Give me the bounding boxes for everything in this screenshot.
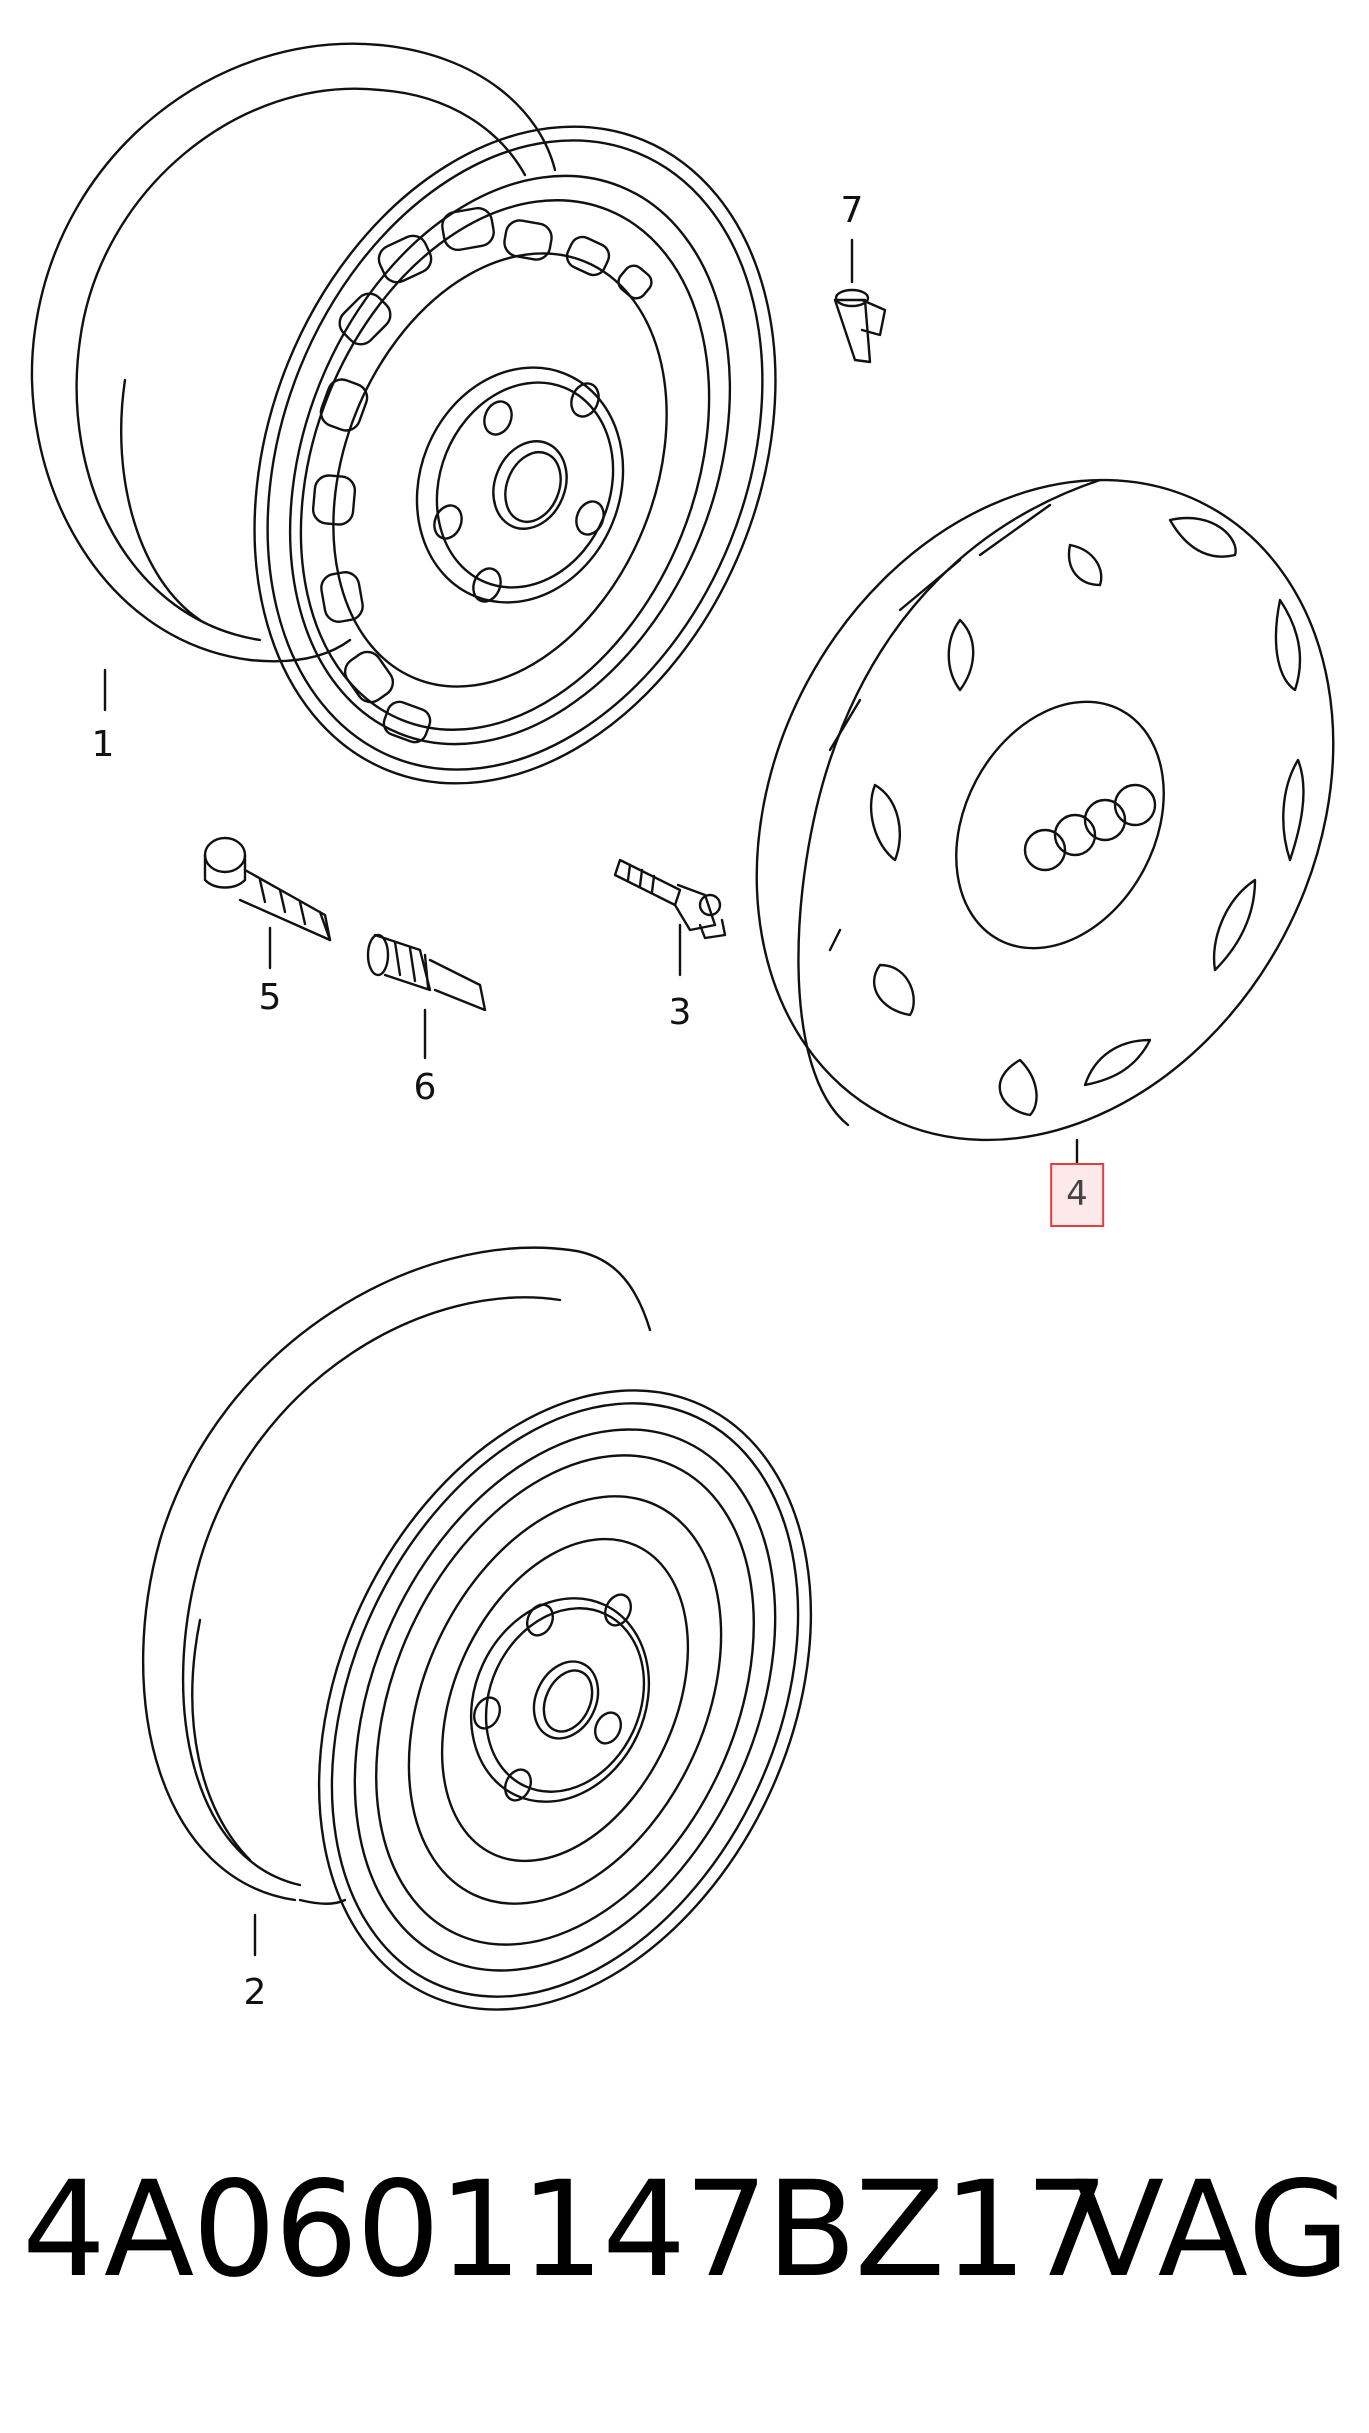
callout-1[interactable]: 1 xyxy=(91,724,115,765)
hubcap-bolt xyxy=(613,858,727,940)
callout-6[interactable]: 6 xyxy=(413,1067,437,1108)
steel-wheel-1 xyxy=(30,42,777,785)
valve-cap xyxy=(833,288,887,364)
steel-wheel-2 xyxy=(141,1246,813,2011)
callout-3[interactable]: 3 xyxy=(668,992,692,1033)
callout-4-highlighted[interactable]: 4 xyxy=(1050,1163,1104,1227)
callout-5[interactable]: 5 xyxy=(258,977,282,1018)
hubcap-with-logo xyxy=(755,478,1335,1142)
callout-2[interactable]: 2 xyxy=(243,1972,267,2013)
brand-name: VAG xyxy=(1073,2153,1352,2307)
footer-caption: 4A0601147BZ17 VAG xyxy=(22,2150,1352,2310)
wheel-stud xyxy=(366,933,487,1012)
part-number: 4A0601147BZ17 xyxy=(22,2153,1109,2307)
wheel-bolt xyxy=(203,836,332,942)
callout-7[interactable]: 7 xyxy=(840,190,864,231)
